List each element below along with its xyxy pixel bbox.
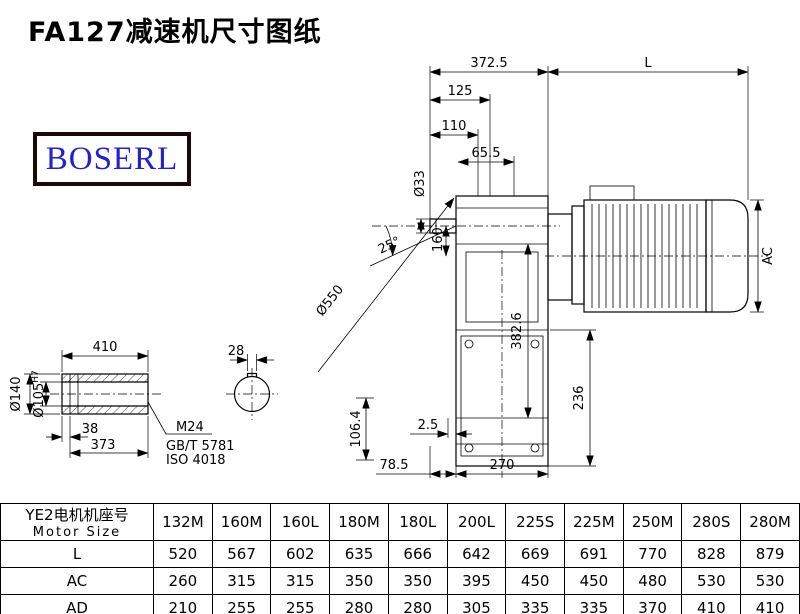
table-cell: 280 — [329, 594, 389, 614]
table-cell: 602 — [270, 540, 331, 568]
table-cell: 315 — [270, 567, 331, 595]
dim-410: 410 — [93, 340, 118, 355]
dim-65-5: 65.5 — [472, 146, 501, 161]
dim-AC: AC — [761, 247, 776, 265]
thread-callout: M24 — [176, 420, 204, 435]
dim-270: 270 — [490, 458, 515, 473]
table-cell: 370 — [622, 594, 683, 614]
table-cell: 395 — [446, 567, 507, 595]
standard-gb-callout: GB/T 5781 — [166, 439, 235, 454]
motor-size-header: YE2电机机座号 Motor Size — [0, 503, 154, 541]
table-cell: 669 — [505, 540, 566, 568]
col-header: 160M — [211, 503, 272, 541]
table-cell: 770 — [622, 540, 683, 568]
bore-detail: 28 — [226, 344, 278, 420]
table-cell: 879 — [740, 540, 800, 568]
col-header: 180M — [329, 503, 389, 541]
col-header: 132M — [153, 503, 213, 541]
dim-2-5: 2.5 — [418, 418, 439, 433]
gearbox-housing — [455, 195, 549, 478]
dim-28: 28 — [228, 344, 245, 359]
page-title: FA127减速机尺寸图纸 — [28, 17, 322, 48]
dimensions-top: 372.5 L 125 110 65.5 — [429, 56, 749, 219]
boserl-logo-text: BOSERL — [45, 140, 179, 177]
table-cell: 480 — [622, 567, 683, 595]
dim-38: 38 — [82, 422, 99, 437]
table-cell: 530 — [740, 567, 800, 595]
table-cell: 450 — [505, 567, 566, 595]
dim-110: 110 — [442, 119, 467, 134]
table-cell: 280 — [387, 594, 448, 614]
table-cell: 828 — [681, 540, 742, 568]
col-header: 225S — [505, 503, 566, 541]
boserl-logo: BOSERL — [33, 132, 191, 186]
shaft-detail: 410 Ø140 Ø105H7 38 373 M24 GB/T 5781 ISO… — [9, 340, 235, 468]
row-label: AD — [0, 594, 154, 614]
dim-angle-25: 25° — [376, 234, 403, 257]
table-cell: 666 — [387, 540, 448, 568]
col-header: 180L — [387, 503, 448, 541]
dimensions-bottom: 2.5 78.5 270 106.4 — [349, 397, 549, 478]
dim-236: 236 — [572, 386, 587, 411]
table-cell: 450 — [564, 567, 624, 595]
dim-105: Ø105 — [32, 383, 47, 418]
dim-shaft-dia: Ø33 — [413, 170, 428, 197]
table-cell: 255 — [270, 594, 331, 614]
table-cell: 350 — [329, 567, 389, 595]
table-cell: 635 — [329, 540, 389, 568]
table-cell: 335 — [564, 594, 624, 614]
dim-550: Ø550 — [314, 282, 347, 319]
col-header: 160L — [270, 503, 331, 541]
dimensions-vertical: 382.6 236 AC — [510, 199, 776, 467]
row-label: L — [0, 540, 154, 568]
table-row-AC: AC 260 315 315 350 350 395 450 450 480 5… — [0, 567, 800, 595]
technical-drawing: 372.5 L 125 110 65.5 Ø33 160 25° Ø550 38… — [9, 56, 776, 478]
table-cell: 520 — [153, 540, 213, 568]
table-cell: 691 — [564, 540, 624, 568]
table-cell: 567 — [211, 540, 272, 568]
col-header: 200L — [446, 503, 507, 541]
row-label: AC — [0, 567, 154, 595]
standard-iso-callout: ISO 4018 — [166, 453, 226, 468]
dim-382-6: 382.6 — [510, 312, 525, 349]
dimensions-shaft: Ø33 160 25° Ø550 — [314, 170, 457, 373]
table-header-row: YE2电机机座号 Motor Size 132M 160M 160L 180M … — [0, 503, 800, 541]
terminal-box — [589, 185, 635, 201]
dim-105-H7: Ø105H7 — [31, 370, 47, 418]
output-shaft-stub — [372, 218, 560, 234]
motor-size-table: YE2电机机座号 Motor Size 132M 160M 160L 180M … — [0, 503, 800, 614]
dim-373: 373 — [91, 438, 116, 453]
motor — [545, 185, 768, 313]
table-cell: 255 — [211, 594, 272, 614]
header-en: Motor Size — [32, 525, 122, 540]
table-cell: 335 — [505, 594, 566, 614]
dim-125: 125 — [448, 84, 473, 99]
table-cell: 530 — [681, 567, 742, 595]
dim-L: L — [644, 56, 652, 71]
dim-372-5: 372.5 — [470, 56, 507, 71]
col-header: 225M — [564, 503, 624, 541]
dim-160: 160 — [431, 227, 446, 252]
col-header: 250M — [622, 503, 683, 541]
table-cell: 315 — [211, 567, 272, 595]
header-cn: YE2电机机座号 — [25, 506, 129, 524]
col-header: 280S — [681, 503, 742, 541]
table-cell: 305 — [446, 594, 507, 614]
table-cell: 642 — [446, 540, 507, 568]
table-row-AD: AD 210 255 255 280 280 305 335 335 370 4… — [0, 594, 800, 614]
col-header: 280M — [740, 503, 800, 541]
dim-105-tolerance: H7 — [31, 370, 41, 383]
table-row-L: L 520 567 602 635 666 642 669 691 770 82… — [0, 540, 800, 568]
dim-106-4: 106.4 — [349, 410, 364, 447]
dim-140: Ø140 — [9, 376, 24, 411]
table-cell: 210 — [153, 594, 213, 614]
table-cell: 350 — [387, 567, 448, 595]
dim-78-5: 78.5 — [380, 458, 409, 473]
table-cell: 410 — [681, 594, 742, 614]
table-cell: 260 — [153, 567, 213, 595]
fan-cowl — [705, 199, 749, 313]
table-cell: 410 — [740, 594, 800, 614]
